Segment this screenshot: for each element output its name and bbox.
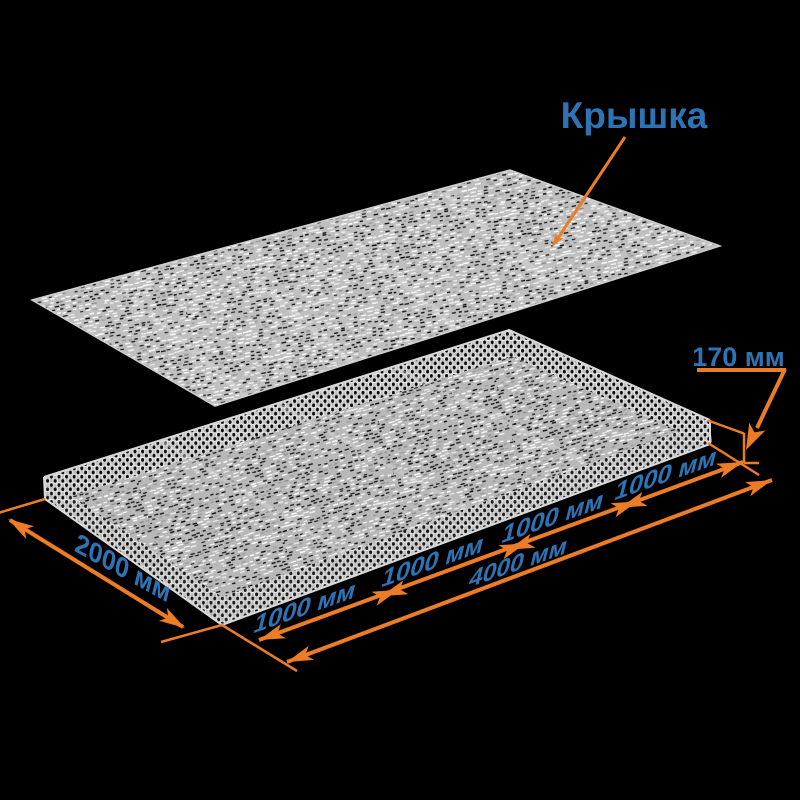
svg-text:Крышка: Крышка <box>561 95 708 136</box>
svg-text:170 мм: 170 мм <box>692 342 785 372</box>
